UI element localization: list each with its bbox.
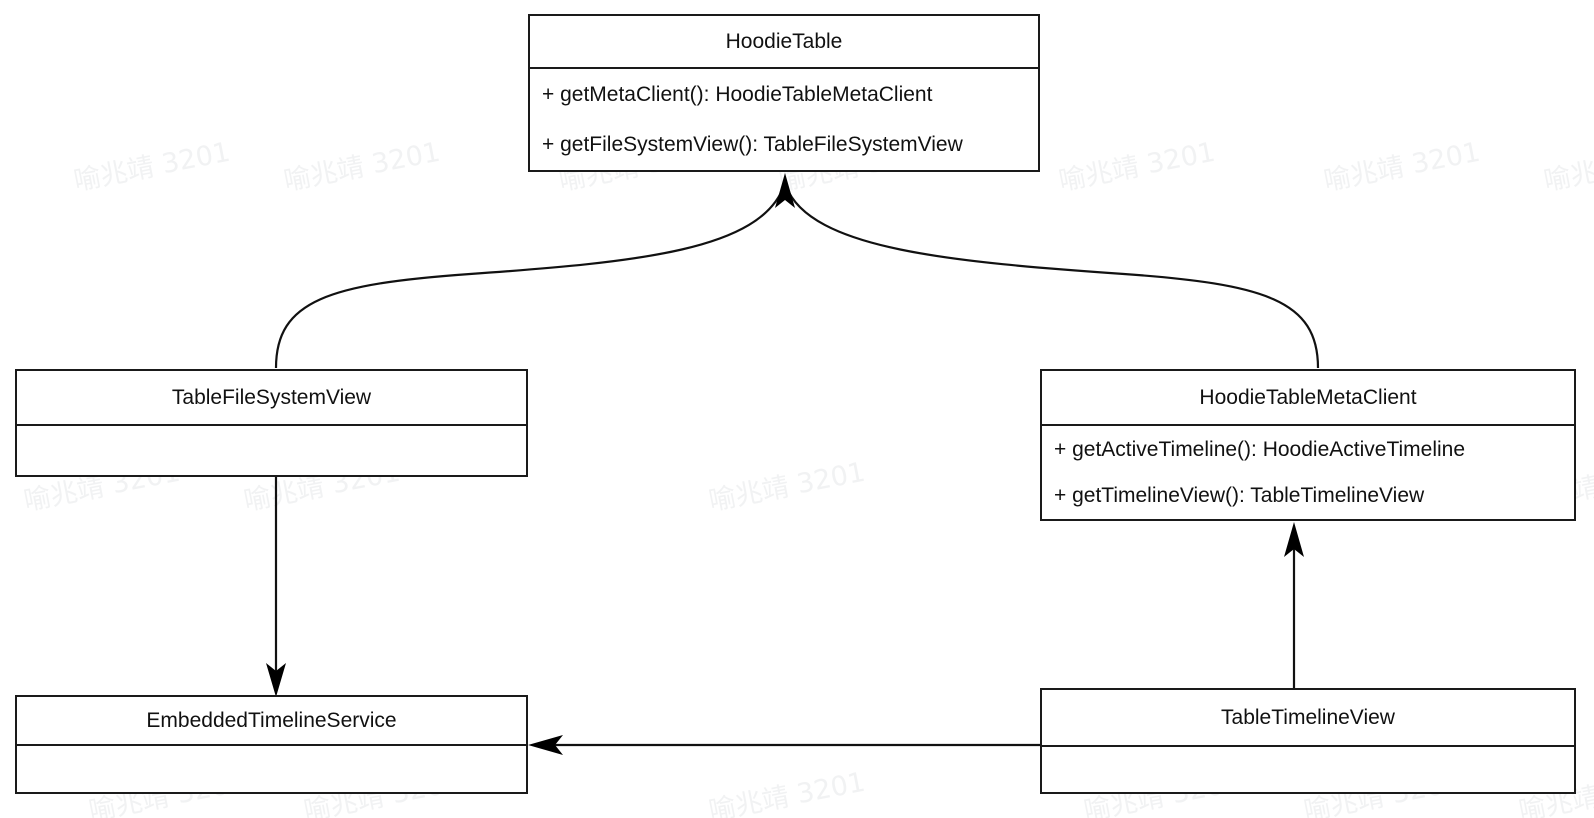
class-member: + getActiveTimeline(): HoodieActiveTimel… xyxy=(1054,437,1466,461)
arrowhead-into-embedded-right xyxy=(528,735,563,755)
arrowhead-into-metaclient-bottom xyxy=(1284,522,1304,557)
class-member: + getTimelineView(): TableTimelineView xyxy=(1054,484,1425,507)
class-box-embedded-timeline-service[interactable]: EmbeddedTimelineService xyxy=(15,695,528,794)
arrowhead-into-embedded-top xyxy=(266,663,286,697)
class-members-hoodie-table-meta-client: + getActiveTimeline(): HoodieActiveTimel… xyxy=(1042,426,1574,519)
class-box-table-file-system-view[interactable]: TableFileSystemView xyxy=(15,369,528,477)
class-members-table-file-system-view xyxy=(17,426,526,475)
class-members-table-timeline-view xyxy=(1042,747,1574,792)
class-title-hoodie-table: HoodieTable xyxy=(530,16,1038,69)
class-title-hoodie-table-meta-client: HoodieTableMetaClient xyxy=(1042,371,1574,426)
connector-fsview-to-hoodietable xyxy=(274,185,786,369)
class-box-hoodie-table-meta-client[interactable]: HoodieTableMetaClient + getActiveTimelin… xyxy=(1040,369,1576,521)
class-title-table-file-system-view: TableFileSystemView xyxy=(17,371,526,426)
class-member: + getFileSystemView(): TableFileSystemVi… xyxy=(542,133,963,156)
connector-metaclient-to-hoodietable xyxy=(784,185,1320,369)
class-member: + getMetaClient(): HoodieTableMetaClient xyxy=(542,82,933,106)
arrowhead-into-hoodietable xyxy=(775,173,795,208)
class-box-table-timeline-view[interactable]: TableTimelineView xyxy=(1040,688,1576,794)
class-members-embedded-timeline-service xyxy=(17,746,526,792)
class-box-hoodie-table[interactable]: HoodieTable + getMetaClient(): HoodieTab… xyxy=(528,14,1040,172)
class-title-table-timeline-view: TableTimelineView xyxy=(1042,690,1574,747)
class-members-hoodie-table: + getMetaClient(): HoodieTableMetaClient… xyxy=(530,69,1038,170)
class-title-embedded-timeline-service: EmbeddedTimelineService xyxy=(17,697,526,746)
